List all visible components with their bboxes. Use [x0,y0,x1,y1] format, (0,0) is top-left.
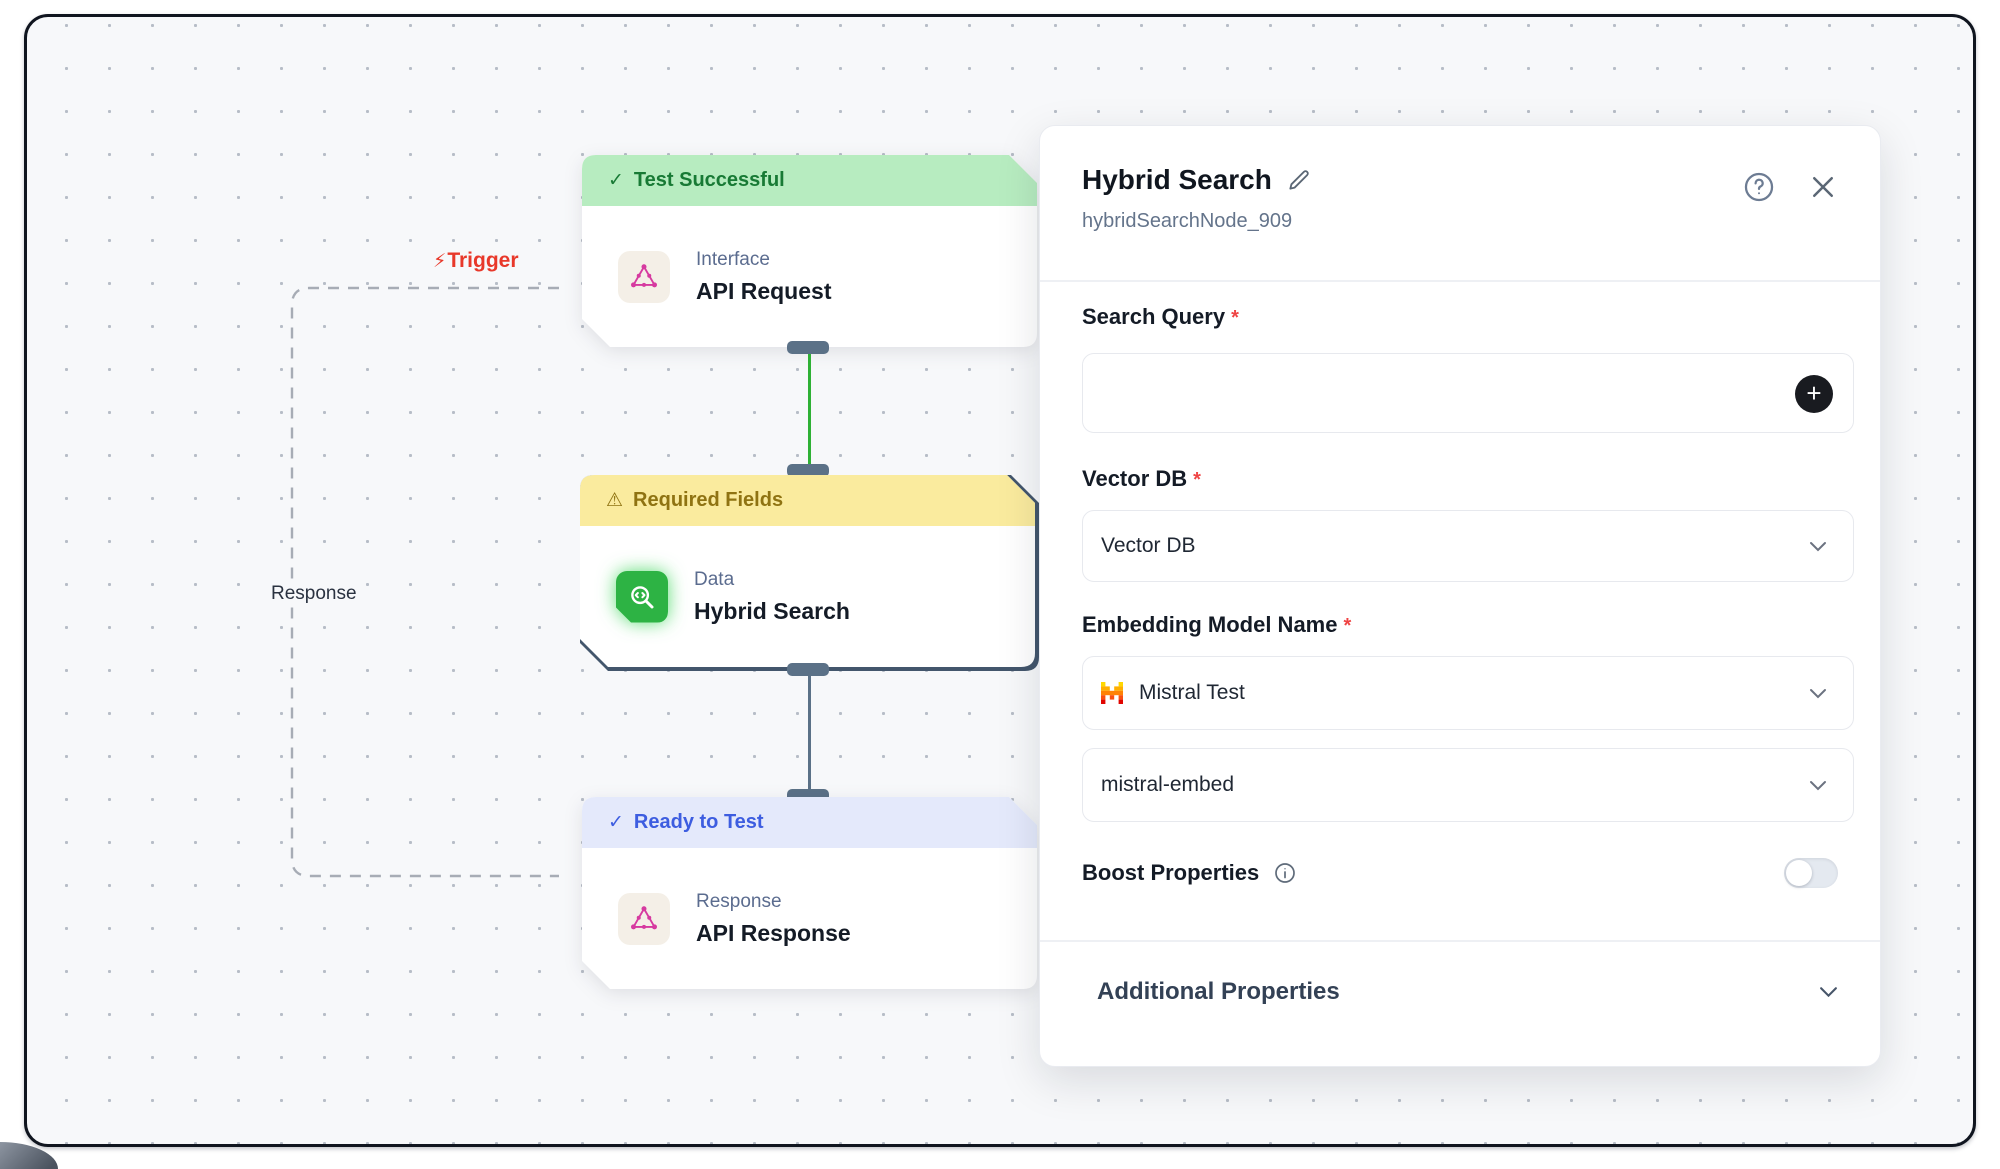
trigger-edge-label: ⚡ Trigger [433,249,519,272]
search-query-field: + [1082,353,1854,433]
warning-icon: ⚠ [606,490,624,511]
chevron-down-icon [1819,986,1838,998]
hybrid-search-icon [616,571,668,623]
node-api-response[interactable]: ✓ Ready to Test Response API Response [582,797,1037,989]
embedding-model-label: Embedding Model Name* [1082,612,1352,637]
edge-default [808,674,811,792]
chevron-down-icon [1809,541,1827,552]
graphql-icon [618,251,670,303]
boost-properties-label: Boost Properties [1082,860,1260,885]
additional-properties-section[interactable]: Additional Properties [1082,962,1838,1022]
close-icon[interactable] [1808,172,1838,202]
divider [1040,940,1880,942]
add-variable-button[interactable]: + [1795,375,1833,413]
embedding-model-id-select[interactable]: mistral-embed [1082,748,1854,822]
node-status-banner: ✓ Ready to Test [582,797,1037,848]
connector-handle[interactable] [787,464,829,477]
node-category: Data [694,568,735,590]
node-properties-panel: Hybrid Search hybridSearchNode_909 [1039,125,1881,1067]
chevron-down-icon [1809,780,1827,791]
vector-db-select[interactable]: Vector DB [1082,510,1854,582]
node-api-request[interactable]: ✓ Test Successful Interface API Request [582,155,1037,347]
node-category: Response [696,890,782,912]
lightning-icon: ⚡ [433,250,447,272]
node-status-banner: ⚠ Required Fields [580,475,1035,526]
check-icon: ✓ [608,812,624,833]
node-status-banner: ✓ Test Successful [582,155,1037,206]
response-edge-label: Response [263,581,365,607]
node-id-label: hybridSearchNode_909 [1082,210,1293,232]
edge-success [808,351,811,469]
check-icon: ✓ [608,170,624,191]
search-query-input[interactable] [1083,354,1853,432]
mistral-logo [1101,682,1123,704]
node-title: Hybrid Search [694,597,850,624]
vector-db-label: Vector DB* [1082,466,1201,491]
connector-handle[interactable] [787,663,829,676]
node-title: API Request [696,277,832,304]
node-hybrid-search[interactable]: ⚠ Required Fields Data Hybrid Search [580,475,1039,671]
panel-title: Hybrid Search [1082,164,1272,195]
node-title: API Response [696,919,851,946]
boost-properties-toggle[interactable] [1784,858,1838,888]
info-icon[interactable] [1273,861,1297,885]
help-icon[interactable] [1742,170,1776,204]
graphql-icon [618,893,670,945]
divider [1040,280,1880,282]
connector-handle[interactable] [787,341,829,354]
embedding-model-select[interactable]: Mistral Test [1082,656,1854,730]
workflow-canvas: ⚡ Trigger Response ✓ Test Successful [24,14,1976,1147]
search-query-label: Search Query* [1082,304,1239,329]
node-category: Interface [696,248,770,270]
edit-title-icon[interactable] [1286,167,1312,193]
chevron-down-icon [1809,688,1827,699]
